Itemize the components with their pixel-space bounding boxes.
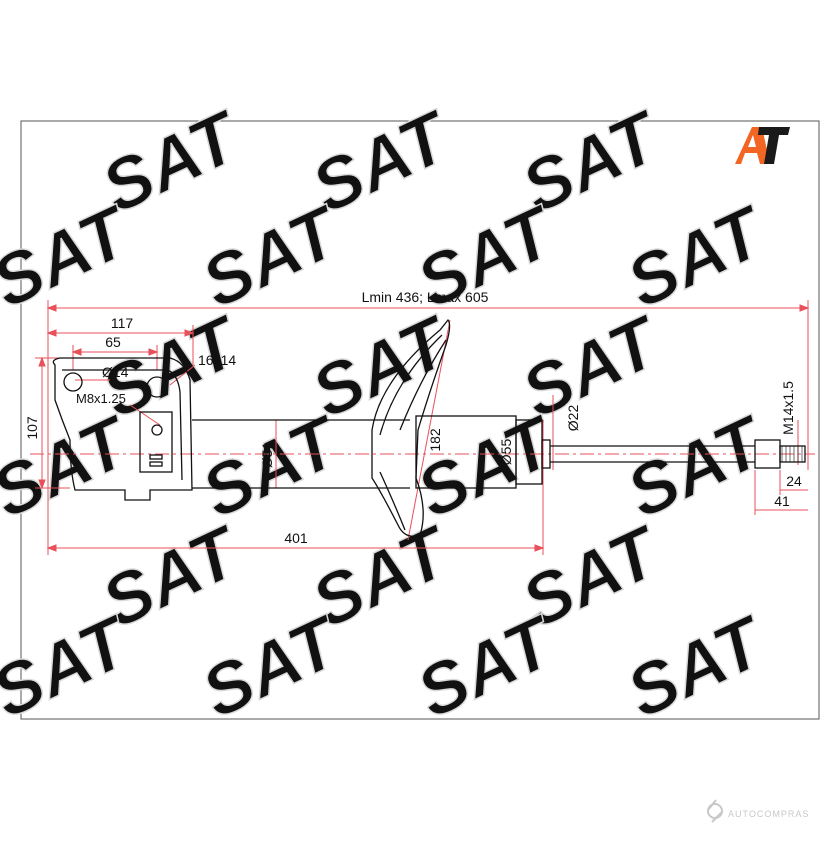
shock-absorber-outline <box>52 318 806 537</box>
label-spring-seat: 182 <box>427 428 443 452</box>
label-hole-diameter: Ø14 <box>102 364 129 380</box>
dimension-labels: Lmin 436; Lmax 605 117 65 Ø14 16x14 M8x1… <box>24 289 802 546</box>
label-slot-size: 16x14 <box>198 352 236 368</box>
drawing-frame <box>20 120 820 720</box>
label-rod-end-length: 41 <box>774 493 790 509</box>
footer-brand-text: AUTOCOMPRAS <box>728 809 809 819</box>
footer-brand: AUTOCOMPRAS <box>707 799 809 823</box>
label-body-length: 401 <box>284 530 308 546</box>
label-hole-spacing: 65 <box>105 334 121 350</box>
label-thread-length: 24 <box>786 473 802 489</box>
at-logo: AT <box>735 127 790 164</box>
label-bolt-thread: M8x1.25 <box>76 391 126 406</box>
label-lower-tube: Ø55 <box>498 439 514 466</box>
label-overall-length: Lmin 436; Lmax 605 <box>362 289 489 305</box>
label-rod-thread: M14x1.5 <box>780 381 796 435</box>
label-bracket-width: 117 <box>111 315 134 331</box>
autocompras-icon <box>707 799 723 823</box>
label-bracket-height: 107 <box>24 416 40 440</box>
label-rod-diameter: Ø22 <box>565 405 581 432</box>
label-body-diameter: Ø51 <box>259 442 275 469</box>
